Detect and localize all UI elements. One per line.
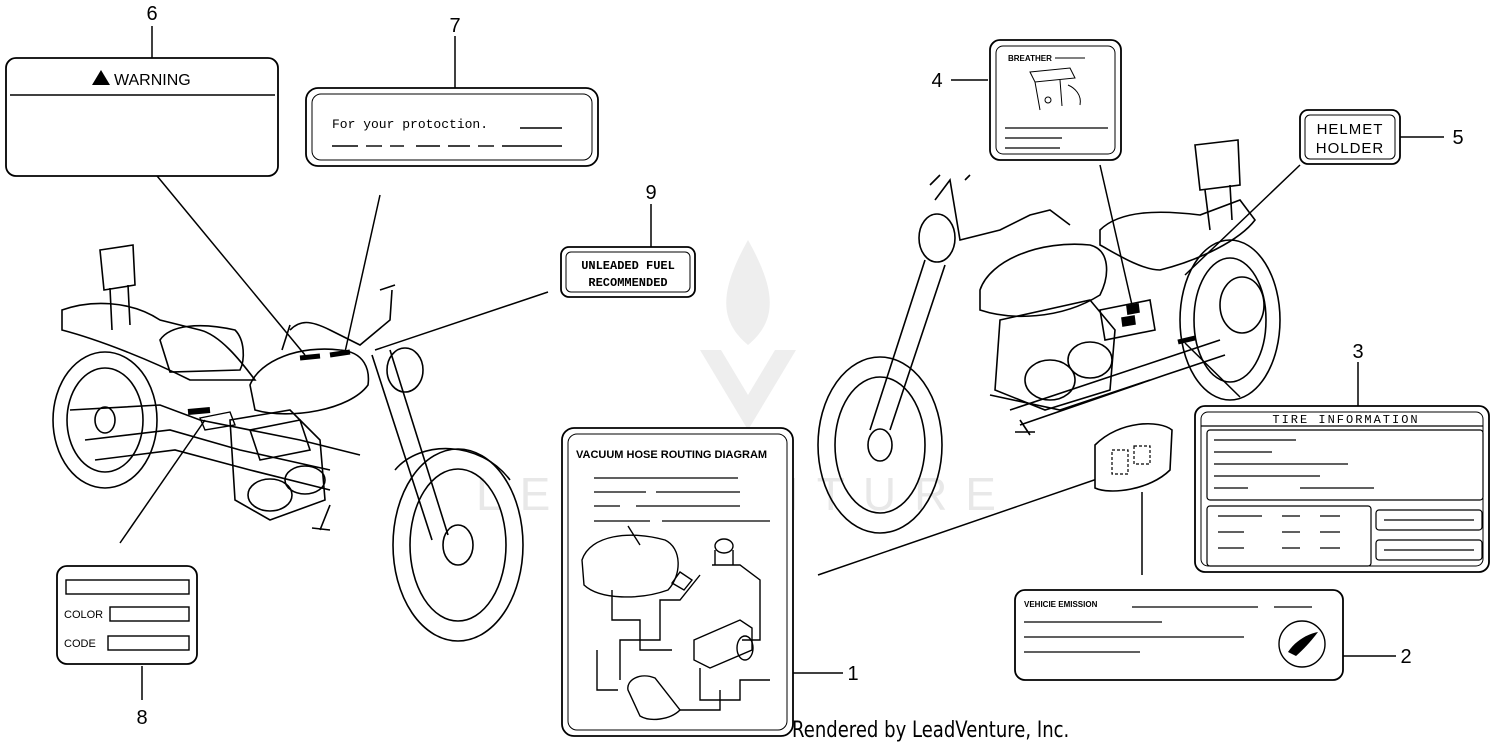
callout-4: 4 — [931, 70, 942, 92]
left-motorcycle — [52, 244, 524, 642]
label-9-unleaded-fuel[interactable]: UNLEADED FUEL RECOMMENDED — [560, 246, 696, 298]
breather-title: BREATHER — [1008, 54, 1052, 63]
callout-9: 9 — [645, 182, 656, 204]
vacuum-hose-illustration — [581, 525, 770, 721]
callout-2: 2 — [1400, 646, 1411, 668]
warning-triangle-icon — [92, 70, 110, 85]
label-1-vacuum-hose-diagram[interactable]: VACUUM HOSE ROUTING DIAGRAM — [561, 427, 794, 737]
label-3-tire-information[interactable]: TIRE INFORMATION — [1194, 405, 1490, 573]
warning-title: WARNING — [114, 72, 191, 89]
callout-numbers: 6 7 9 8 4 5 3 2 1 — [136, 3, 1463, 729]
label-5-helmet-holder[interactable]: HELMET HOLDER — [1299, 109, 1401, 165]
helmet-line-1: HELMET — [1317, 121, 1384, 138]
helmet-line-2: HOLDER — [1316, 140, 1385, 157]
leader-lines — [119, 26, 1444, 700]
footer-credit: Rendered by LeadVenture, Inc. — [792, 718, 1070, 743]
callout-7: 7 — [449, 15, 460, 37]
right-motorcycle — [817, 139, 1281, 534]
breather-illustration — [1029, 57, 1085, 111]
callout-3: 3 — [1352, 341, 1363, 363]
label-7-protection[interactable]: For your protoction. — [305, 87, 599, 167]
label-6-warning[interactable]: WARNING — [5, 57, 279, 177]
color-label: COLOR — [64, 609, 103, 621]
callout-1: 1 — [847, 663, 858, 685]
emission-sticker-on-bike — [1094, 422, 1173, 492]
code-label: CODE — [64, 638, 96, 650]
emission-title: VEHICIE EMISSION — [1024, 600, 1098, 609]
honda-wing-icon — [1278, 620, 1326, 668]
vacuum-title: VACUUM HOSE ROUTING DIAGRAM — [576, 449, 767, 461]
label-2-vehicle-emission[interactable]: VEHICIE EMISSION — [1014, 589, 1344, 681]
tire-title: TIRE INFORMATION — [1272, 413, 1419, 427]
label-4-breather[interactable]: BREATHER — [989, 39, 1122, 161]
callout-8: 8 — [136, 707, 147, 729]
protection-text: For your protoction. — [332, 117, 488, 132]
fuel-line-2: RECOMMENDED — [588, 276, 667, 290]
honda-wing-shape — [1288, 632, 1318, 656]
callout-5: 5 — [1452, 127, 1463, 149]
label-8-color-code[interactable]: COLOR CODE — [56, 565, 198, 665]
fuel-line-1: UNLEADED FUEL — [581, 259, 675, 273]
callout-6: 6 — [146, 3, 157, 25]
